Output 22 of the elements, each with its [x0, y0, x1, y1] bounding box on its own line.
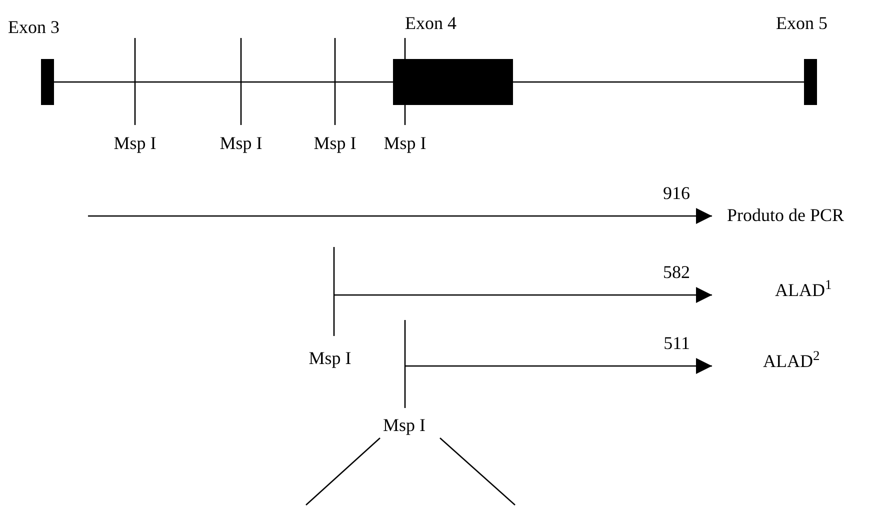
enzyme-label: Msp I	[220, 134, 262, 152]
enzyme-label: Msp I	[314, 134, 356, 152]
fragment-label: ALAD$^{2}$	[763, 352, 820, 370]
fragment-label: Msp I	[383, 416, 426, 434]
connector-line	[54, 81, 393, 83]
connector-line	[513, 81, 804, 83]
edge-label: 582	[663, 263, 690, 281]
exon-label: Exon 5	[776, 14, 828, 32]
exon-label: Exon 3	[8, 18, 60, 36]
edge-label: 511	[664, 334, 690, 352]
fragment-label: ALAD$^{1}$	[775, 281, 832, 299]
exon-label: Exon 4	[405, 14, 456, 32]
fragment-label: Produto de PCR	[727, 206, 844, 224]
arrow	[334, 287, 712, 303]
enzyme-label: Msp I	[308, 349, 352, 367]
enzyme-label: Msp I	[384, 134, 426, 152]
arrow	[405, 358, 712, 374]
enzyme-label: Msp I	[114, 134, 156, 152]
connector-line	[440, 438, 516, 506]
connector-line	[306, 438, 380, 506]
arrow	[88, 208, 712, 224]
edge-label: 916	[663, 184, 690, 202]
